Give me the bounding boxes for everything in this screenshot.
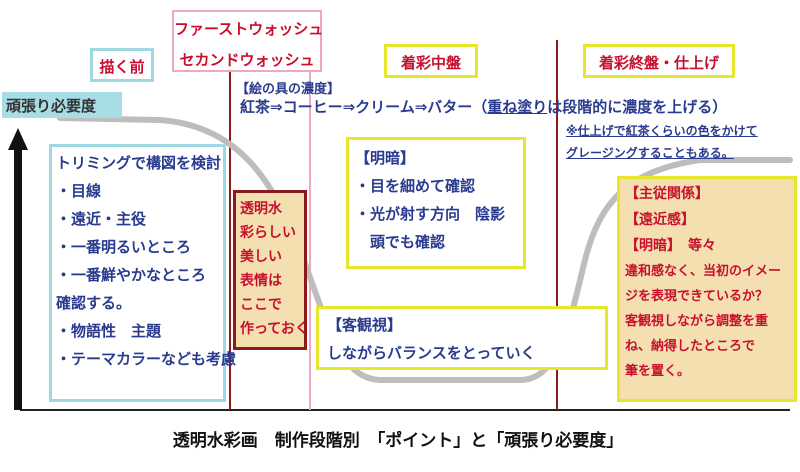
final-heading: 【遠近感】 (625, 212, 695, 228)
before-line: ・遠近・主役 (56, 210, 147, 228)
stage-before-label: 描く前 (90, 48, 154, 82)
final-box: 【主従関係】 【遠近感】 【明暗】 等々 違和感なく、当初のイメー ジを表現でき… (617, 176, 797, 402)
final-line: 違和感なく、当初のイメー (625, 264, 782, 279)
wash-line: ここで (240, 297, 282, 313)
before-line: ・テーマカラーなども考慮 (56, 350, 237, 368)
stage-wash-label: ファーストウォッシュ セカンドウォッシュ (172, 10, 324, 72)
wash-box: 透明水 彩らしい 美しい 表情は ここで 作っておく (233, 190, 309, 350)
stage-final-label: 着彩終盤・仕上げ (583, 44, 735, 78)
paint-density-note2: グレージングすることもある。 (566, 146, 734, 160)
y-axis-bar (14, 148, 22, 410)
paint-density-rest: は段階的に濃度を上げる） (547, 98, 728, 116)
wash-line: 作っておく (240, 321, 309, 337)
effort-label: 頑張り必要度 (2, 92, 122, 118)
before-line: ・一番鮮やかなところ (56, 266, 207, 284)
paint-density-title: 【絵の具の濃度】 (236, 82, 341, 97)
wash-line: 彩らしい (240, 225, 296, 241)
before-box: トリミングで構図を検討 ・目線 ・遠近・主役 ・一番明るいところ ・一番鮮やかな… (49, 144, 237, 402)
before-line: 確認する。 (56, 294, 132, 312)
before-line: ・目線 (56, 182, 102, 200)
middle-line: 頭でも確認 (355, 233, 446, 251)
final-heading: 【明暗】 等々 (625, 238, 716, 254)
paint-density-sequence-text: 紅茶⇒コーヒー⇒クリーム⇒バター（ (240, 98, 488, 116)
objective-box: 【客観視】 しながらバランスをとっていく (316, 306, 608, 370)
paint-density-emphasis: 重ね塗り (487, 98, 548, 116)
final-heading: 【主従関係】 (625, 186, 709, 202)
first-wash-label: ファーストウォッシュ (174, 18, 324, 39)
stage-middle-label: 着彩中盤 (384, 44, 478, 78)
final-line: 筆を置く。 (625, 364, 691, 379)
middle-box: 【明暗】 ・目を細めて確認 ・光が射す方向 陰影 頭でも確認 (346, 137, 526, 269)
objective-line: 【客観視】 (327, 316, 403, 334)
middle-line: 【明暗】 (355, 149, 416, 167)
objective-line: しながらバランスをとっていく (327, 344, 536, 362)
before-line: ・物語性 主題 (56, 322, 162, 340)
wash-line: 美しい (240, 249, 282, 265)
footer-title: 透明水彩画 制作段階別 「ポイント」と「頑張り必要度」 (172, 431, 624, 451)
middle-line: ・光が射す方向 陰影 (355, 205, 506, 223)
final-line: ジを表現できているか？ (625, 289, 769, 304)
before-line: ・一番明るいところ (56, 238, 192, 256)
final-line: 客観視しながら調整を重 (625, 314, 769, 329)
wash-line: 表情は (240, 273, 282, 289)
final-line: ね、納得したところで (625, 339, 756, 354)
middle-line: ・目を細めて確認 (355, 177, 476, 195)
paint-density-sequence: 紅茶⇒コーヒー⇒クリーム⇒バター（重ね塗りは段階的に濃度を上げる） (240, 96, 727, 117)
second-wash-label: セカンドウォッシュ (174, 49, 320, 70)
y-axis-arrowhead (8, 128, 28, 150)
wash-line: 透明水 (240, 201, 282, 217)
paint-density-note1: ※仕上げで紅茶くらいの色をかけて (566, 124, 758, 138)
effort-curve (57, 115, 793, 383)
before-line: トリミングで構図を検討 (56, 154, 222, 172)
